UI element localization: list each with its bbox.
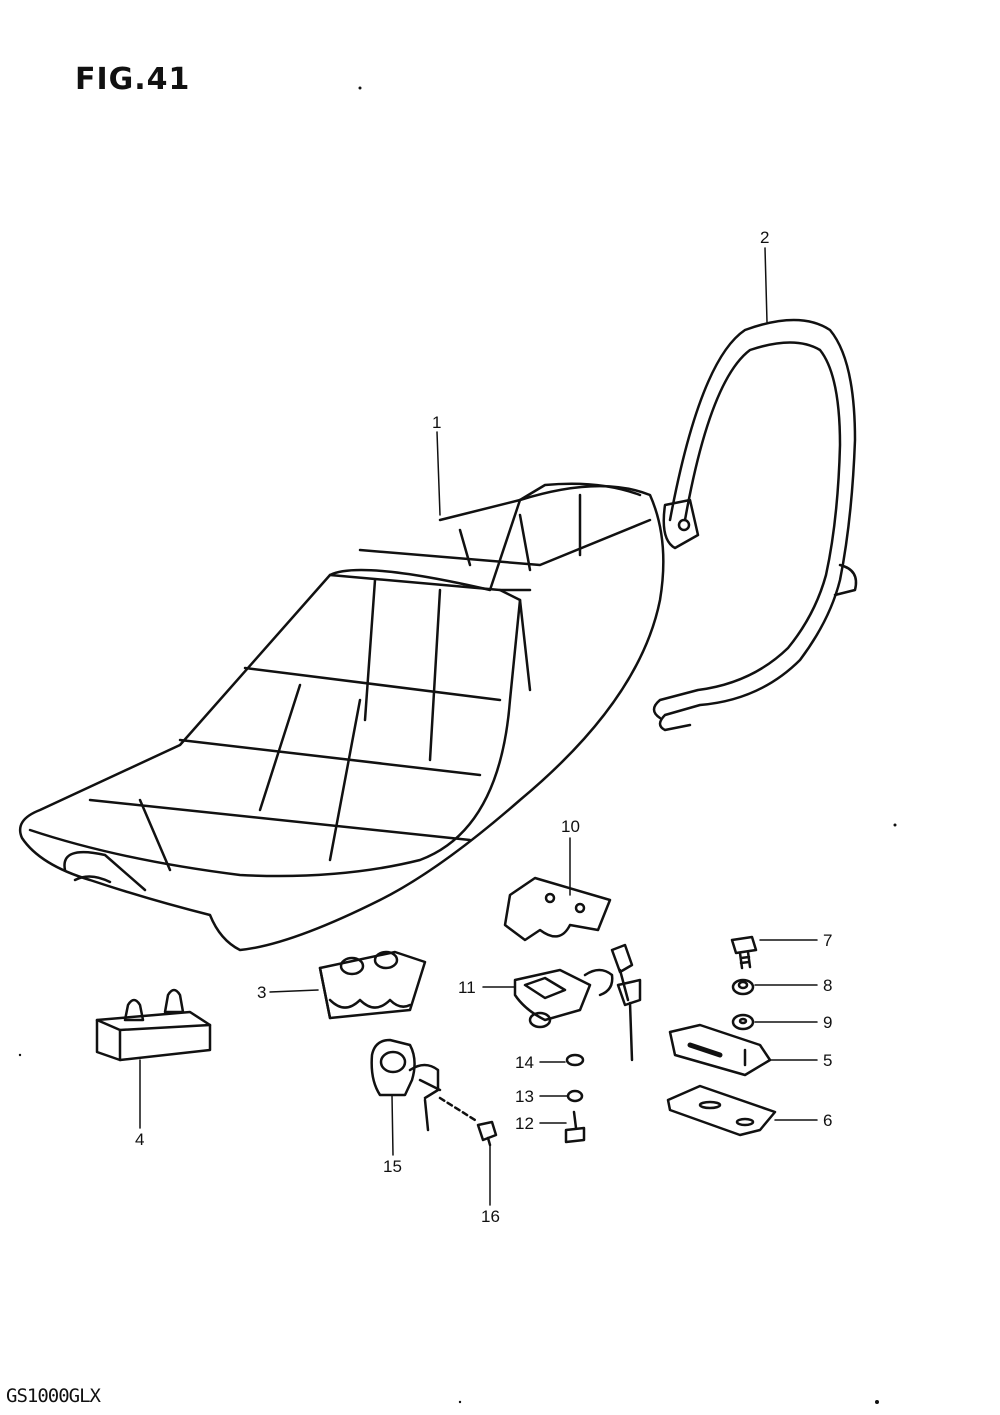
callout-8: 8 — [823, 976, 832, 995]
callout-10: 10 — [561, 817, 580, 836]
callout-15: 15 — [383, 1157, 402, 1176]
screw-16 — [476, 1120, 498, 1147]
callout-1: 1 — [432, 413, 441, 432]
callout-5: 5 — [823, 1051, 832, 1070]
rubber-block-4 — [95, 988, 212, 1062]
figure-title: FIG.41 — [75, 62, 191, 97]
leader-lines — [139, 247, 818, 1206]
callout-14: 14 — [515, 1053, 534, 1072]
lock-bracket — [503, 876, 612, 942]
model-code: GS1000GLX — [6, 1385, 101, 1407]
rubber-block-3 — [318, 950, 427, 1020]
nut-8 — [731, 978, 755, 996]
seat-lock — [513, 943, 642, 1062]
nut-13 — [566, 1089, 584, 1103]
callout-7: 7 — [823, 931, 832, 950]
callout-2: 2 — [760, 228, 769, 247]
nut-14 — [565, 1053, 585, 1067]
callout-9: 9 — [823, 1013, 832, 1032]
callout-13: 13 — [515, 1087, 534, 1106]
scan-specks — [18, 86, 897, 1404]
seat — [18, 482, 665, 952]
grab-rail — [652, 318, 858, 732]
callout-labels: 1 2 3 4 5 6 7 8 9 10 11 12 13 14 15 16 — [135, 228, 832, 1226]
callout-3: 3 — [257, 983, 266, 1002]
callout-6: 6 — [823, 1111, 832, 1130]
bracket-5 — [668, 1023, 772, 1077]
callout-16: 16 — [481, 1207, 500, 1226]
plate-6 — [666, 1084, 777, 1137]
callout-11: 11 — [458, 978, 476, 997]
helmet-lock — [370, 1038, 477, 1132]
callout-4: 4 — [135, 1130, 144, 1149]
callout-12: 12 — [515, 1114, 534, 1133]
washer-9 — [731, 1013, 755, 1031]
bolt-7 — [730, 935, 758, 970]
bolt-12 — [564, 1110, 586, 1144]
